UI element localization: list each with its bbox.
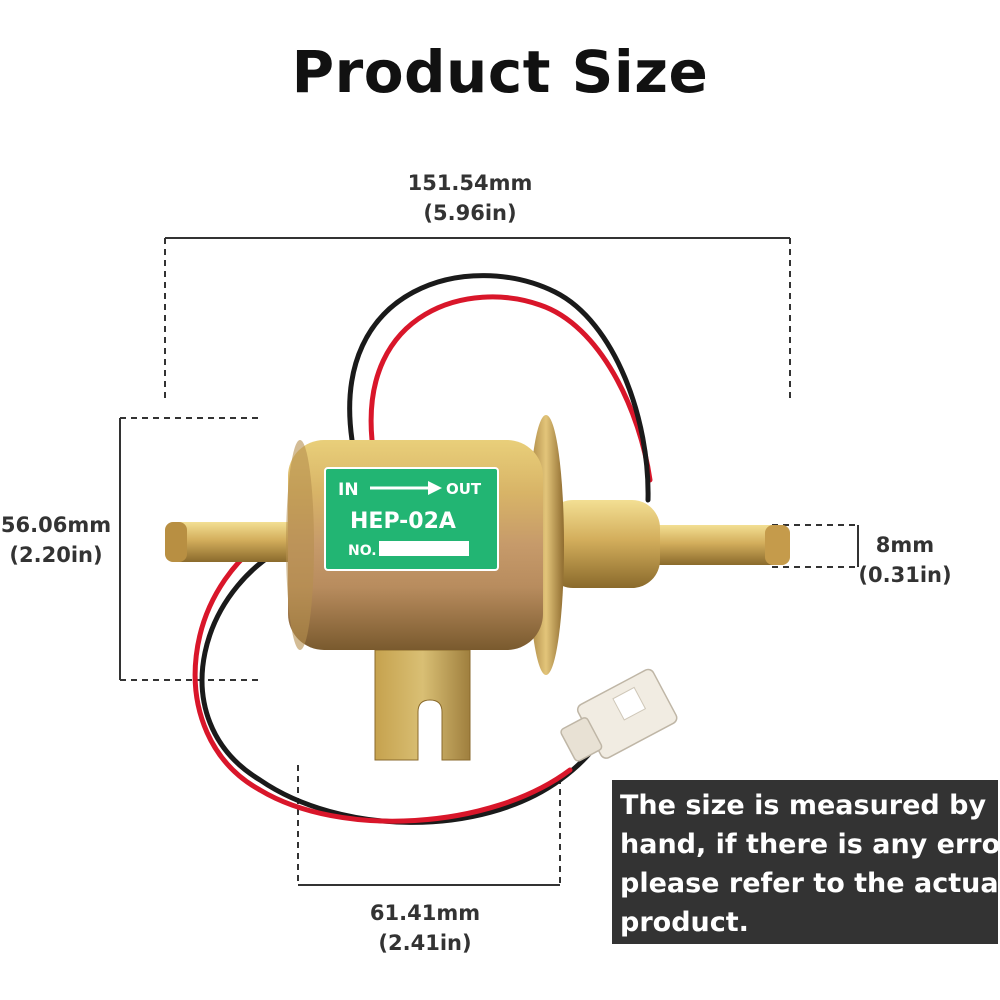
label-in-text: IN xyxy=(338,480,359,500)
height-dimension-label: 56.06mm (2.20in) xyxy=(0,510,112,570)
inlet-pipe xyxy=(165,522,300,562)
width-in: (2.41in) xyxy=(378,931,472,955)
length-dimension-line xyxy=(164,237,791,402)
height-dimension-line xyxy=(119,417,262,681)
label-out-text: OUT xyxy=(446,480,482,498)
height-in: (2.20in) xyxy=(9,543,103,567)
height-mm: 56.06mm xyxy=(0,513,112,537)
outlet-dimension-label: 8mm (0.31in) xyxy=(855,530,955,590)
width-dimension-line xyxy=(297,765,561,886)
outlet-mm: 8mm xyxy=(875,533,935,557)
length-in: (5.96in) xyxy=(423,201,517,225)
page-title: Product Size xyxy=(291,38,709,106)
measurement-note: The size is measured by hand, if there i… xyxy=(612,780,1000,944)
mounting-bracket xyxy=(374,649,471,761)
wires xyxy=(192,273,653,825)
width-dimension-label: 61.41mm (2.41in) xyxy=(330,898,520,958)
label-model-text: HEP-02A xyxy=(350,509,456,534)
note-line-3: please refer to the actual xyxy=(620,868,1000,899)
connector-plug xyxy=(560,668,678,762)
length-dimension-label: 151.54mm (5.96in) xyxy=(370,168,570,228)
outlet-in: (0.31in) xyxy=(858,563,952,587)
width-mm: 61.41mm xyxy=(369,901,481,925)
note-line-2: hand, if there is any error, xyxy=(620,829,1000,860)
label-number-text: NO. xyxy=(348,543,377,559)
product-label: IN OUT HEP-02A NO. xyxy=(324,467,499,571)
outlet-pipe xyxy=(545,500,790,588)
outlet-dimension-line xyxy=(772,524,859,568)
note-line-1: The size is measured by xyxy=(620,790,987,821)
note-line-4: product. xyxy=(620,907,749,938)
length-mm: 151.54mm xyxy=(407,171,533,195)
